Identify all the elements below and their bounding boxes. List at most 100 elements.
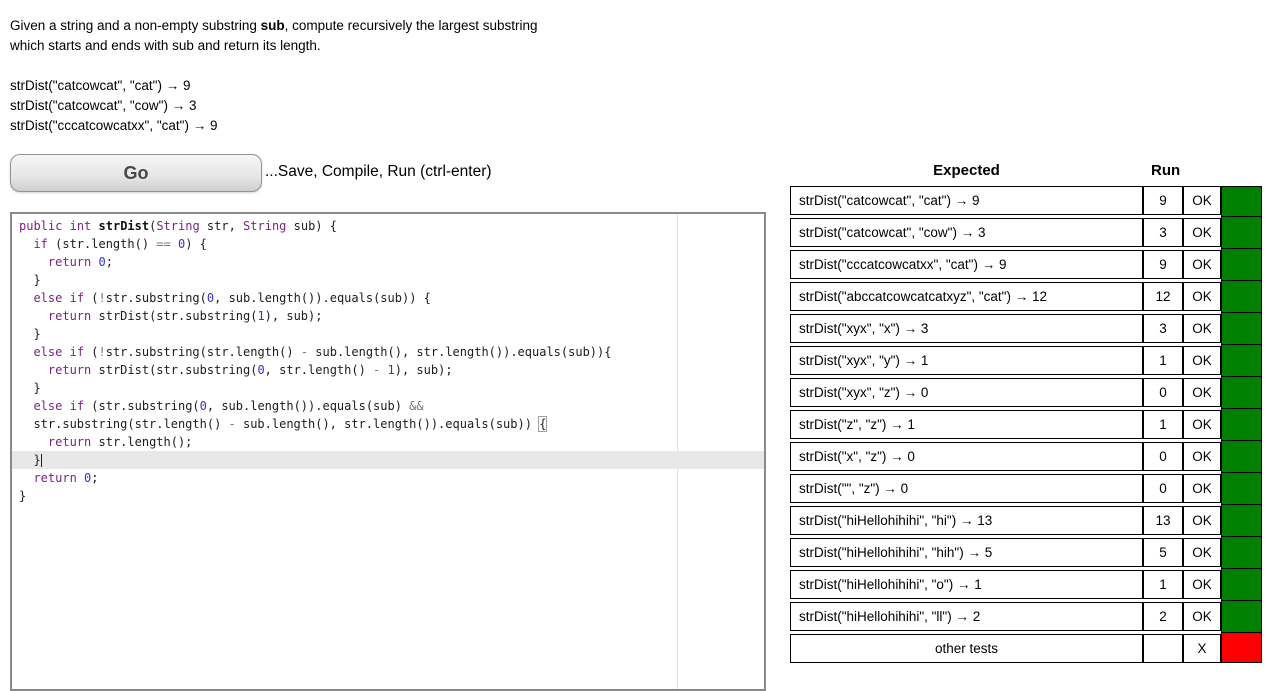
- expected-cell: strDist("abccatcowcatcatxyz", "cat") → 1…: [790, 282, 1143, 311]
- expected-cell: strDist("x", "z") → 0: [790, 442, 1143, 471]
- run-value-cell: 3: [1143, 314, 1183, 343]
- problem-text-rest: , compute recursively the largest substr…: [284, 18, 538, 33]
- status-cell: OK: [1183, 602, 1221, 631]
- result-color-cell: [1221, 632, 1262, 663]
- expected-cell: strDist("hiHellohihihi", "ll") → 2: [790, 602, 1143, 631]
- expected-cell: strDist("", "z") → 0: [790, 474, 1143, 503]
- run-header: Run: [1151, 162, 1181, 179]
- code-line: return strDist(str.substring(0, str.leng…: [47, 363, 453, 377]
- code-line: }: [19, 327, 41, 341]
- run-value-cell: 1: [1143, 410, 1183, 439]
- code-line: }: [19, 273, 41, 287]
- example-line: strDist("catcowcat", "cat") → 9: [10, 78, 191, 93]
- result-color-cell: [1221, 568, 1262, 601]
- expected-cell: strDist("catcowcat", "cat") → 9: [790, 186, 1143, 215]
- text-cursor: [40, 454, 42, 467]
- result-color-cell: [1221, 344, 1262, 377]
- table-row: other tests X: [790, 632, 1262, 663]
- expected-cell: strDist("catcowcat", "cow") → 3: [790, 218, 1143, 247]
- results-table: Expected Run strDist("catcowcat", "cat")…: [790, 161, 1262, 666]
- status-cell: OK: [1183, 250, 1221, 279]
- problem-keyword: sub: [260, 18, 285, 33]
- status-cell: OK: [1183, 314, 1221, 343]
- run-value-cell: 13: [1143, 506, 1183, 535]
- run-value-cell: 5: [1143, 538, 1183, 567]
- code-line: str.substring(str.length() - sub.length(…: [19, 416, 548, 432]
- result-color-cell: [1221, 440, 1262, 473]
- code-line: return strDist(str.substring(1), sub);: [47, 309, 323, 323]
- expected-cell: strDist("hiHellohihihi", "o") → 1: [790, 570, 1143, 599]
- status-cell: OK: [1183, 442, 1221, 471]
- result-color-cell: [1221, 536, 1262, 569]
- code-line: }: [19, 489, 27, 503]
- expected-cell: strDist("hiHellohihihi", "hi") → 13: [790, 506, 1143, 535]
- status-cell: OK: [1183, 378, 1221, 407]
- result-color-cell: [1221, 472, 1262, 505]
- result-color-cell: [1221, 408, 1262, 441]
- example-line: strDist("catcowcat", "cow") → 3: [10, 98, 197, 113]
- code-editor[interactable]: public int strDist(String str, String su…: [10, 212, 766, 691]
- expected-cell: strDist("xyx", "x") → 3: [790, 314, 1143, 343]
- expected-cell: strDist("xyx", "y") → 1: [790, 346, 1143, 375]
- status-cell: OK: [1183, 570, 1221, 599]
- result-color-cell: [1221, 216, 1262, 249]
- result-color-cell: [1221, 280, 1262, 313]
- run-value-cell: 12: [1143, 282, 1183, 311]
- table-row: strDist("abccatcowcatcatxyz", "cat") → 1…: [790, 280, 1262, 313]
- code-line: else if (str.substring(0, sub.length()).…: [33, 399, 424, 413]
- run-hint: ...Save, Compile, Run (ctrl-enter): [265, 163, 492, 180]
- code-area[interactable]: public int strDist(String str, String su…: [12, 217, 764, 505]
- code-line: else if (!str.substring(str.length() - s…: [33, 345, 612, 359]
- code-line: else if (!str.substring(0, sub.length())…: [33, 291, 431, 305]
- run-value-cell: 1: [1143, 346, 1183, 375]
- run-value-cell: 2: [1143, 602, 1183, 631]
- run-value-cell: 1: [1143, 570, 1183, 599]
- results-header: Expected Run: [790, 161, 1262, 183]
- code-line: if (str.length() == 0) {: [33, 237, 207, 251]
- code-line: return 0;: [47, 255, 113, 269]
- code-line: public int strDist(String str, String su…: [19, 219, 337, 233]
- status-cell: OK: [1183, 410, 1221, 439]
- result-color-cell: [1221, 312, 1262, 345]
- status-cell: OK: [1183, 346, 1221, 375]
- status-cell: OK: [1183, 506, 1221, 535]
- expected-header: Expected: [933, 162, 1000, 179]
- problem-text-intro: Given a string and a non-empty substring: [10, 18, 261, 33]
- result-color-cell: [1221, 504, 1262, 537]
- run-value-cell: 3: [1143, 218, 1183, 247]
- result-color-cell: [1221, 376, 1262, 409]
- status-cell: OK: [1183, 282, 1221, 311]
- expected-cell: strDist("cccatcowcatxx", "cat") → 9: [790, 250, 1143, 279]
- expected-cell: other tests: [790, 634, 1143, 663]
- status-cell: OK: [1183, 186, 1221, 215]
- result-color-cell: [1221, 248, 1262, 281]
- run-value-cell: [1143, 634, 1183, 663]
- go-button[interactable]: Go: [10, 154, 262, 192]
- run-value-cell: 0: [1143, 474, 1183, 503]
- result-color-cell: [1221, 600, 1262, 633]
- code-line: }: [19, 381, 41, 395]
- run-value-cell: 0: [1143, 378, 1183, 407]
- expected-cell: strDist("z", "z") → 1: [790, 410, 1143, 439]
- status-cell: OK: [1183, 218, 1221, 247]
- code-line: return str.length();: [47, 435, 193, 449]
- problem-description: Given a string and a non-empty substring…: [10, 16, 538, 55]
- status-cell: X: [1183, 634, 1221, 663]
- code-line: return 0;: [33, 471, 99, 485]
- code-line: }: [12, 451, 764, 469]
- run-value-cell: 9: [1143, 186, 1183, 215]
- expected-cell: strDist("hiHellohihihi", "hih") → 5: [790, 538, 1143, 567]
